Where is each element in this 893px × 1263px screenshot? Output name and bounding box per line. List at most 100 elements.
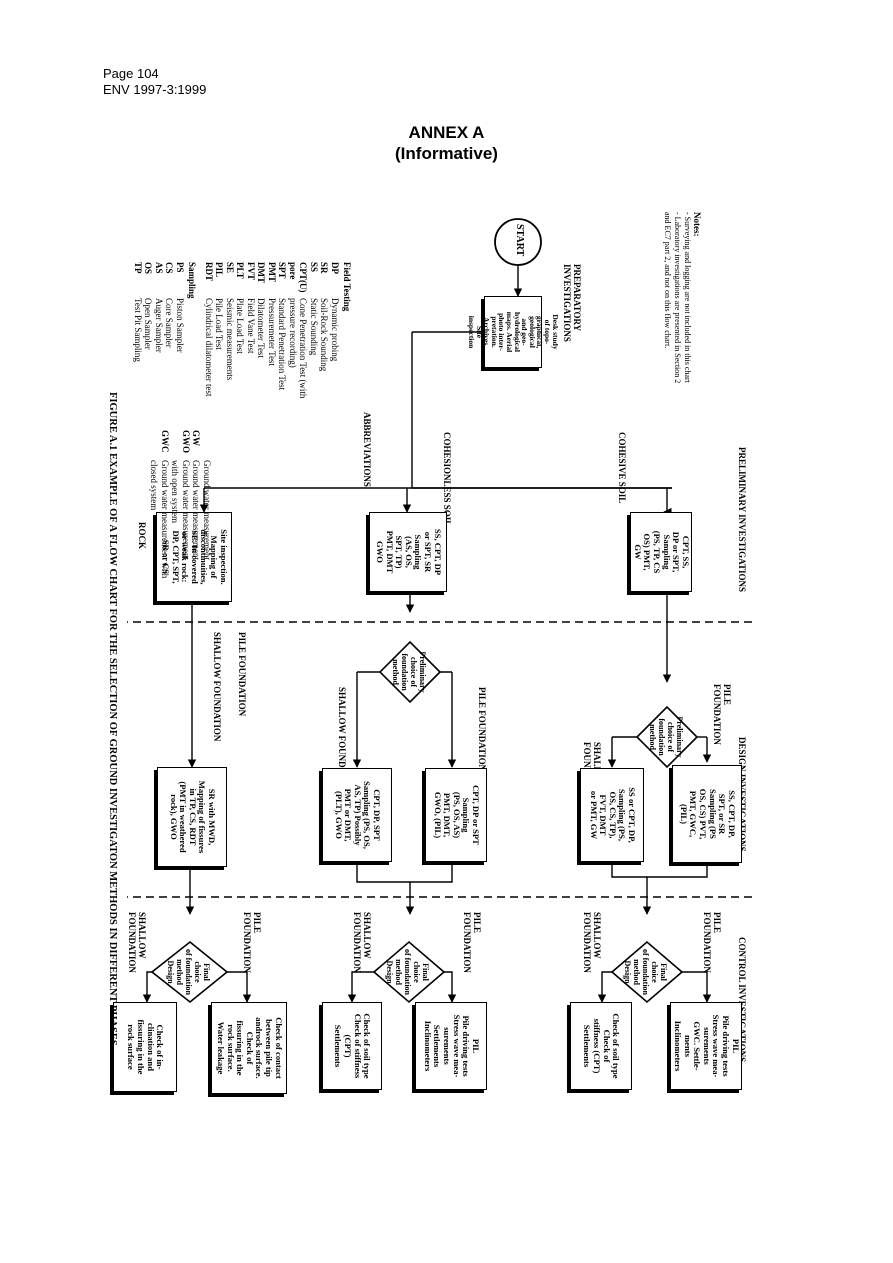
sampling-desc-4: Test Pit Sampling xyxy=(133,298,143,362)
field-abbr-5: SPT xyxy=(277,262,288,279)
field-desc-0: Dynamic probing xyxy=(330,298,340,362)
control-cohl-pile-box: PIL Pile driving tests Stress wave mea- … xyxy=(415,1002,487,1090)
control-cohl-shallow-label: SHALLOW FOUNDATION xyxy=(352,912,372,973)
rock-label: ROCK xyxy=(137,522,147,549)
field-desc-3: Cone Penetration Test (with xyxy=(298,298,309,399)
field-desc-9: Plate Load Test xyxy=(235,298,246,354)
cohesive-soil-label: COHESIVE SOIL xyxy=(617,432,627,504)
field-desc-1: Soil-Rock Sounding xyxy=(319,298,330,372)
design-diamond-cohesionless-text: Preliminary choice of foundation method xyxy=(391,651,427,693)
design-cohl-pile-label: PILE FOUNDATION xyxy=(477,687,487,772)
control-rock-shallow-label: SHALLOW FOUNDATION xyxy=(127,912,147,973)
control-diamond-rock-text: Final choice of foundation method Design xyxy=(166,948,211,995)
start-circle xyxy=(494,218,542,266)
field-abbr-1: SR xyxy=(319,262,330,274)
start-label: START xyxy=(514,224,525,257)
gw-desc-3: with open system xyxy=(170,460,181,523)
annex-title: ANNEX A xyxy=(408,123,485,142)
gw-abbr-2: GWO xyxy=(181,430,191,454)
design-diamond-cohesive-text: Preliminary choice of foundation method xyxy=(648,716,684,758)
field-abbr-0: DP xyxy=(330,262,340,274)
gw-desc-0: Ground water measurement xyxy=(202,460,212,560)
preparatory-title-2: INVESTIGATIONS xyxy=(562,264,572,342)
control-coh-shallow-box: Check of soil type Check of stiffness (C… xyxy=(570,1002,632,1090)
control-cohl-shallow-box: Check of soil type Check of stiffness (C… xyxy=(322,1002,382,1090)
notes-line-3: and EC7 part 2, and not on this flow cha… xyxy=(663,212,672,349)
design-rock-box: SR with MWD, Mapping of fissures in TP, … xyxy=(157,767,227,867)
sampling-abbr-1: CS xyxy=(164,262,175,274)
field-desc-5: Standard Penetration Test xyxy=(277,298,288,391)
sampling-desc-1: Core Sampler xyxy=(164,298,175,348)
control-rock-pile-label: PILE FOUNDATION xyxy=(242,912,262,973)
design-coh-pile-label: PILE FOUNDATION xyxy=(712,684,732,745)
preparatory-title-1: PREPARATORY xyxy=(572,264,582,332)
gw-desc-5: closed system xyxy=(149,460,160,511)
notes-line-2: - Laboratory investigations are presente… xyxy=(673,212,682,384)
control-diamond-cohesive xyxy=(610,940,684,1004)
sampling-abbr-3: OS xyxy=(143,262,154,275)
control-diamond-cohesionless-text: Final choice of foundation method Design xyxy=(385,948,430,995)
gw-desc-2: Ground water measurement xyxy=(181,460,191,560)
document-code: ENV 1997-3:1999 xyxy=(103,82,207,97)
sampling-abbr-0: PS xyxy=(175,262,185,273)
design-diamond-cohesive xyxy=(635,705,699,769)
flow-chart: PRELIMINARY INVESTIGATIONS DESIGN INVEST… xyxy=(102,202,752,1122)
field-abbr-9: PLT xyxy=(235,262,246,279)
design-diamond-cohesionless xyxy=(378,640,442,704)
gw-desc-1: Ground water measurement xyxy=(191,460,202,560)
field-desc-8: Field Vane Test xyxy=(246,298,256,354)
control-rock-pile-box: Check of contact between pile tip androc… xyxy=(211,1002,287,1094)
control-coh-pile-box: PIL Pile driving tests Stress wave mea- … xyxy=(670,1002,742,1090)
field-desc-12: Cylindrical dilatometer test xyxy=(204,298,214,397)
design-coh-pile-box: SS, CPT, DP, SPT, or SR Sampling (PS OS,… xyxy=(672,765,742,863)
field-abbr-8: FVT xyxy=(246,262,256,280)
sampling-desc-0: Piston Sampler xyxy=(175,298,185,353)
prelim-cohesive-box: CPT, SS, DP or SPT, Sampling (PS, TP, CS… xyxy=(630,512,692,592)
abbreviations-title: ABBREVIATIONS xyxy=(362,412,372,487)
field-abbr-7: DMT xyxy=(256,262,267,283)
sampling-title: Sampling xyxy=(187,262,197,299)
field-abbr-4: pore xyxy=(288,262,298,280)
field-abbr-12: RDT xyxy=(204,262,214,282)
preparatory-box: Desk study of topo- graphical, geologica… xyxy=(467,296,560,368)
field-desc-11: Pile Load Test xyxy=(214,298,225,350)
notes-line-1: - Surveying and logging are not included… xyxy=(683,212,692,383)
gw-desc-4: Ground water measurement with xyxy=(160,460,170,579)
gw-abbr-1: GW xyxy=(191,430,202,447)
sampling-abbr-4: TP xyxy=(133,262,143,274)
sampling-abbr-2: AS xyxy=(154,262,164,274)
phase-preliminary-label: PRELIMINARY INVESTIGATIONS xyxy=(737,447,747,592)
page-number: Page 104 xyxy=(103,66,159,81)
field-testing-title: Field Testing xyxy=(342,262,352,312)
figure-caption: FIGURE A.1 EXAMPLE OF A FLOW CHART FOR T… xyxy=(107,392,118,1046)
field-desc-10: Seismic measurements xyxy=(225,298,235,381)
field-abbr-2: SS xyxy=(309,262,319,273)
design-cohl-shallow-box: CPT, DP, SPT Sampling (PS, OS, AS, TP) P… xyxy=(322,768,392,862)
field-desc-7: Dilatometer Test xyxy=(256,298,267,358)
notes-title: Notes: xyxy=(692,212,702,237)
field-abbr-6: PMT xyxy=(267,262,277,282)
design-coh-shallow-box: SS or CPT, DP, Sampling (PS, OS, CS, TP)… xyxy=(580,768,644,862)
annex-subtitle: (Informative) xyxy=(395,144,498,163)
control-diamond-rock xyxy=(150,940,229,1004)
field-desc-4: pressure recording) xyxy=(288,298,298,368)
gw-abbr-4: GWC xyxy=(160,430,170,453)
control-coh-pile-label: PILE FOUNDATION xyxy=(702,912,722,973)
control-diamond-cohesionless xyxy=(372,940,446,1004)
sampling-desc-2: Auger Sampler xyxy=(154,298,164,353)
design-rock-pile-label: PILE FOUNDATION xyxy=(237,632,247,717)
field-abbr-10: SE xyxy=(225,262,235,274)
control-cohl-pile-label: PILE FOUNDATION xyxy=(462,912,482,973)
field-desc-6: Pressuremeter Test xyxy=(267,298,277,366)
control-coh-shallow-label: SHALLOW FOUNDATION xyxy=(582,912,602,973)
field-abbr-11: PIL xyxy=(214,262,225,278)
field-abbr-3: CPT(U) xyxy=(298,262,309,293)
sampling-desc-3: Open Sampler xyxy=(143,298,154,350)
control-diamond-cohesive-text: Final choice of foundation method Design xyxy=(623,948,668,995)
prelim-cohesionless-box: SS, CPT, DP or SPT, SR Sampling (AS, OS,… xyxy=(369,512,447,592)
control-rock-shallow-box: Check of in- clination and fissuring in … xyxy=(113,1002,177,1092)
connector-lines xyxy=(127,218,752,1004)
design-rock-shallow-label: SHALLOW FOUNDATION xyxy=(212,632,222,742)
field-desc-2: Static Sounding xyxy=(309,298,319,356)
design-cohl-pile-box: CPT, DP or SPT Sampling (PS, OS, AS) PMT… xyxy=(425,768,487,862)
